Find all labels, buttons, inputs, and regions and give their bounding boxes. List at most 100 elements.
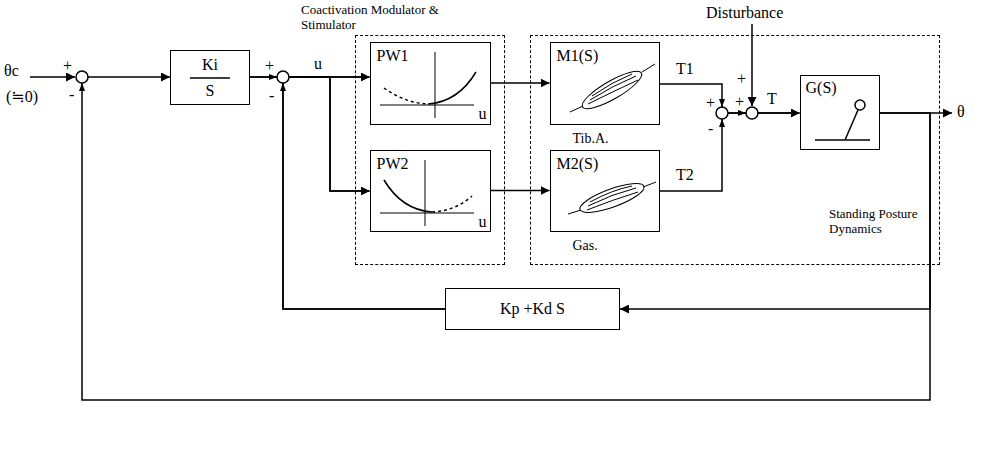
block-label: M1(S) — [557, 47, 599, 65]
graph-axis — [380, 213, 474, 214]
group-heading: Coactivation Modulator & Stimulator — [301, 2, 491, 32]
muscle-sketch — [568, 178, 656, 218]
block-label: PW2 — [377, 155, 409, 173]
block-label: G(S) — [806, 79, 837, 97]
label-holder: + — [706, 94, 715, 112]
signal-name: T1 — [676, 60, 694, 78]
label-holder: u — [314, 55, 322, 73]
pw-block: PW2 u — [370, 150, 491, 232]
output-symbol: θ — [957, 103, 965, 121]
summing-junction — [76, 71, 88, 83]
signal-line — [660, 113, 800, 191]
text-holder: PW1 — [377, 47, 409, 65]
label-holder: + — [63, 57, 72, 75]
text-holder: PW2 — [377, 155, 409, 173]
sign: - — [269, 87, 274, 105]
text-holder: Coactivation Modulator & Stimulator — [301, 2, 491, 33]
label-holder: T — [767, 90, 777, 108]
sign: + — [265, 57, 274, 75]
pw-curve — [384, 88, 428, 104]
text-holder: u — [479, 213, 487, 231]
label-holder: T2 — [676, 166, 694, 184]
signal-line — [660, 84, 800, 113]
arrowhead — [269, 74, 277, 80]
text-holder: M2(S) — [557, 155, 599, 173]
label-holder: θ — [957, 103, 965, 121]
arrowhead — [738, 110, 746, 116]
arrowhead — [719, 99, 725, 107]
output-line — [930, 112, 952, 114]
group-heading: Standing Posture Dynamics — [829, 206, 937, 236]
block-label: M2(S) — [557, 155, 599, 173]
modulator-group: PW1uPW2uCoactivation Modulator & Stimula… — [355, 35, 505, 265]
pw-block: PW1 u — [370, 42, 491, 125]
signal-name: T — [767, 90, 777, 108]
arrowhead — [280, 83, 286, 91]
signal-line — [283, 77, 445, 309]
block-sublabel: Tib.A. — [573, 130, 609, 148]
summing-junction — [277, 71, 289, 83]
text-holder: Standing Posture Dynamics — [829, 206, 937, 237]
sign: + — [737, 70, 746, 88]
disturbance-line — [751, 24, 753, 106]
signal-line — [82, 77, 930, 400]
sign: + — [735, 93, 744, 111]
transfer-block: KiS — [170, 50, 250, 105]
dynamics-group: M1(S)Tib.A.M2(S)Gas.G(S)Standing Posture… — [530, 35, 940, 265]
pw-curve — [432, 196, 472, 212]
graph-axis — [435, 52, 436, 118]
pw-curve — [428, 72, 476, 104]
block-label: PW1 — [377, 47, 409, 65]
input-symbol: θc — [4, 62, 19, 80]
label-holder: + — [737, 70, 746, 88]
signal-line — [491, 82, 550, 84]
block-label: Ki — [202, 56, 218, 74]
signal-name: u — [314, 55, 322, 73]
pw-curve — [384, 180, 432, 212]
label-holder: T1 — [676, 60, 694, 78]
sign: + — [63, 57, 72, 75]
signal-name: T2 — [676, 166, 694, 184]
input-line — [30, 76, 75, 78]
block-sublabel: u — [479, 213, 487, 231]
block-sublabel: Gas. — [573, 237, 598, 255]
block-sublabel: S — [206, 82, 215, 100]
plant-block: G(S) — [800, 75, 880, 150]
label-holder: (≒0) — [6, 88, 38, 106]
label-holder: - — [269, 87, 274, 105]
feedback-block: Kp +Kd S — [445, 288, 620, 330]
signal-line — [491, 190, 550, 192]
label-holder: - — [708, 120, 713, 138]
muscle-block: M2(S)Gas. — [550, 150, 660, 232]
label-holder: - — [69, 86, 74, 104]
sign: - — [708, 120, 713, 138]
muscle-block: M1(S)Tib.A. — [550, 42, 660, 125]
input-name: Disturbance — [706, 4, 783, 22]
summing-junction — [716, 107, 728, 119]
graph-axis — [425, 160, 426, 226]
sign: + — [706, 94, 715, 112]
signal-line — [250, 77, 370, 191]
text-holder: Tib.A. — [573, 129, 609, 148]
summing-junction — [746, 107, 758, 119]
arrowhead — [719, 119, 725, 127]
text-holder: S — [171, 82, 249, 100]
label-holder: Disturbance — [706, 4, 783, 22]
signal-line — [283, 77, 445, 309]
label-holder: + — [735, 93, 744, 111]
fraction-bar — [190, 77, 230, 79]
text-holder: Ki — [171, 56, 249, 74]
block-sublabel: u — [479, 105, 487, 123]
input-note: (≒0) — [6, 88, 38, 106]
text-holder: Gas. — [573, 236, 598, 255]
text-holder: G(S) — [806, 79, 837, 97]
arrowhead — [79, 83, 85, 91]
text-holder: u — [479, 105, 487, 123]
graph-axis — [380, 105, 474, 106]
label-holder: θc — [4, 62, 19, 80]
block-label: Kp +Kd S — [500, 300, 565, 318]
muscle-sketch — [570, 64, 655, 115]
sign: - — [69, 86, 74, 104]
text-holder: Kp +Kd S — [446, 300, 619, 318]
